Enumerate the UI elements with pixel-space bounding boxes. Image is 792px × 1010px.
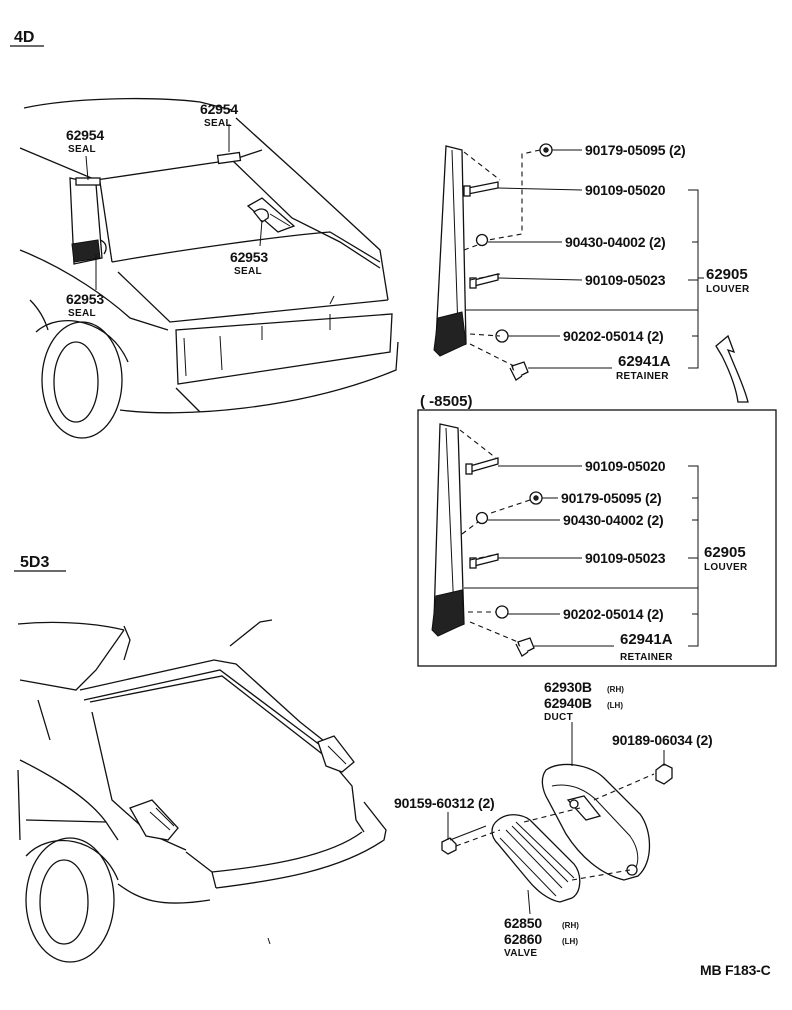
callout-screw-a: 90109-05020 xyxy=(585,182,666,198)
svg-text:62954: 62954 xyxy=(66,127,104,143)
callout-nut-a: 90179-05095 (2) xyxy=(585,142,686,158)
callout-valve: 62850 (RH) 62860 (LH) VALVE xyxy=(504,915,579,959)
svg-text:DUCT: DUCT xyxy=(544,712,573,723)
svg-text:62953: 62953 xyxy=(230,249,268,265)
svg-text:SEAL: SEAL xyxy=(204,118,232,129)
svg-text:62850: 62850 xyxy=(504,915,542,931)
section-4d-text: 4D xyxy=(14,29,34,46)
sedan-4d-illustration xyxy=(19,97,399,439)
louver-upper-leaders xyxy=(466,149,704,369)
svg-text:62941A: 62941A xyxy=(620,631,673,648)
svg-text:SEAL: SEAL xyxy=(68,308,96,319)
callout-seal-mid-left: 62953 SEAL xyxy=(66,291,105,319)
callout-louver-a: 62905 LOUVER xyxy=(706,266,750,295)
section-label-4d: 4D xyxy=(10,29,44,47)
inset-range: ( -8505) xyxy=(420,393,473,410)
svg-text:62930B: 62930B xyxy=(544,679,592,695)
svg-text:LOUVER: LOUVER xyxy=(704,562,748,573)
louver-upper-illustration xyxy=(433,143,553,381)
callout-screw-valve: 90159-60312 (2) xyxy=(394,795,495,811)
callout-nut-duct: 90189-06034 (2) xyxy=(612,732,713,748)
callout-retainer-b: 62941A RETAINER xyxy=(620,631,673,663)
svg-text:62905: 62905 xyxy=(706,266,748,283)
duct-valve-illustration xyxy=(441,722,673,915)
diagram-code: MB F183-C xyxy=(700,962,771,978)
svg-text:(LH): (LH) xyxy=(562,937,578,946)
callout-clip-b: 90430-04002 (2) xyxy=(563,512,664,528)
svg-text:RETAINER: RETAINER xyxy=(620,652,673,663)
svg-text:(RH): (RH) xyxy=(562,921,579,930)
svg-text:62905: 62905 xyxy=(704,544,746,561)
svg-text:VALVE: VALVE xyxy=(504,948,537,959)
callout-seal-mid-right: 62953 SEAL xyxy=(230,249,269,277)
svg-text:SEAL: SEAL xyxy=(68,144,96,155)
svg-text:RETAINER: RETAINER xyxy=(616,371,669,382)
section-5d3-text: 5D3 xyxy=(20,554,49,571)
svg-text:62941A: 62941A xyxy=(618,353,671,370)
callout-washer-a: 90202-05014 (2) xyxy=(563,328,664,344)
svg-text:SEAL: SEAL xyxy=(234,266,262,277)
svg-text:(LH): (LH) xyxy=(607,701,623,710)
inset-box: ( -8505) xyxy=(417,393,777,667)
callout-nut-b: 90179-05095 (2) xyxy=(561,490,662,506)
sedan-leaders xyxy=(85,124,263,290)
hatchback-5d3-illustration xyxy=(17,619,387,963)
callout-duct: 62930B (RH) 62940B (LH) DUCT xyxy=(544,679,624,723)
callout-washer-b: 90202-05014 (2) xyxy=(563,606,664,622)
svg-text:LOUVER: LOUVER xyxy=(706,284,750,295)
louver-upper-dashed xyxy=(463,149,541,367)
callout-clip-a: 90430-04002 (2) xyxy=(565,234,666,250)
callout-seal-top-right: 62954 SEAL xyxy=(200,101,239,129)
callout-screw-d: 90109-05023 xyxy=(585,550,666,566)
callout-retainer-a: 62941A RETAINER xyxy=(616,353,671,382)
section-label-5d3: 5D3 xyxy=(14,554,66,572)
arrow-to-inset xyxy=(715,334,749,403)
svg-text:(RH): (RH) xyxy=(607,685,624,694)
callout-louver-b: 62905 LOUVER xyxy=(704,544,748,573)
svg-text:62860: 62860 xyxy=(504,931,542,947)
callout-screw-b: 90109-05023 xyxy=(585,272,666,288)
svg-text:62953: 62953 xyxy=(66,291,104,307)
svg-text:62940B: 62940B xyxy=(544,695,592,711)
callout-seal-top-left: 62954 SEAL xyxy=(66,127,105,155)
callout-screw-c: 90109-05020 xyxy=(585,458,666,474)
svg-text:62954: 62954 xyxy=(200,101,238,117)
